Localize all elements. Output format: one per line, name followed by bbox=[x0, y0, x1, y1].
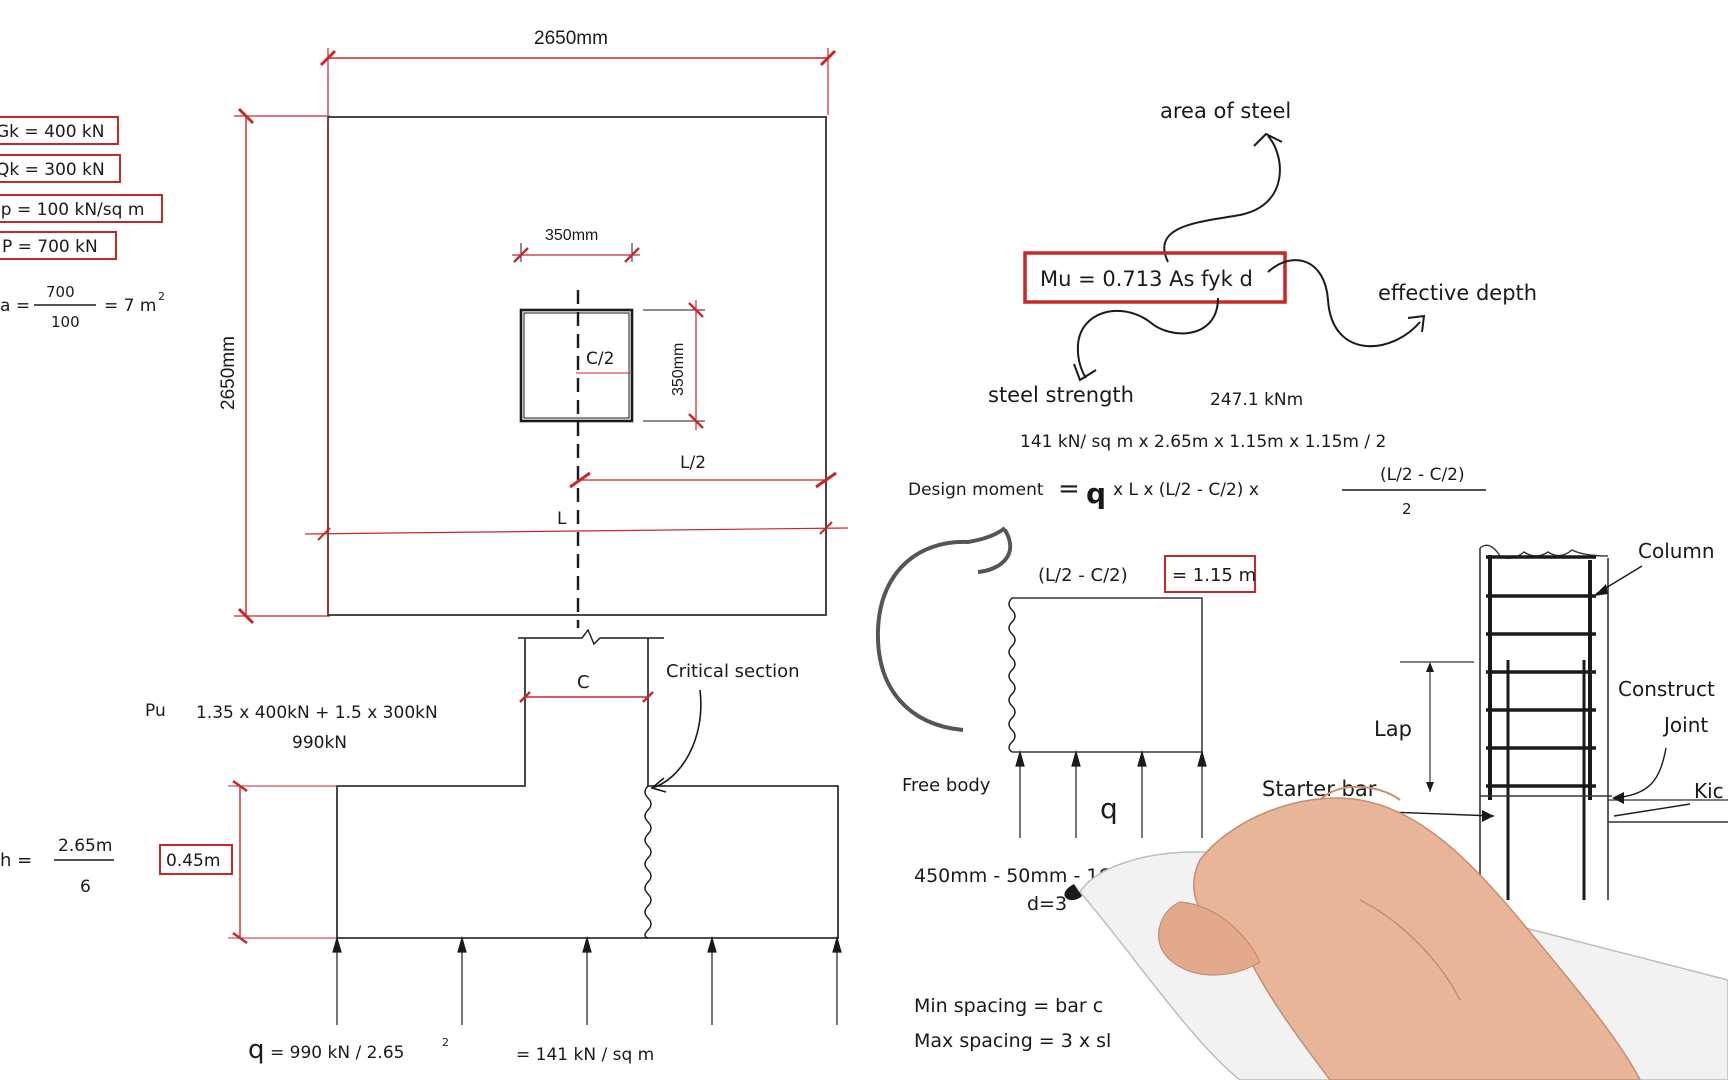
substitution-line: 141 kN/ sq m x 2.65m x 1.15m x 1.15m / 2 bbox=[1020, 432, 1386, 452]
area-numerator: 700 bbox=[46, 283, 75, 301]
pu-expression: 1.35 x 400kN + 1.5 x 300kN bbox=[196, 703, 438, 723]
column-reinforcement-detail: Column Lap Starter bar Construct Joint K… bbox=[1250, 539, 1728, 900]
h-denominator: 6 bbox=[80, 877, 91, 897]
critical-section-label: Critical section bbox=[666, 661, 800, 682]
min-spacing-text: Min spacing = bar c bbox=[914, 995, 1103, 1017]
column-width-label: 350mm bbox=[545, 227, 598, 244]
c-half-label: C/2 bbox=[586, 349, 614, 369]
area-result: = 7 m bbox=[104, 296, 156, 316]
q-expression: = 990 kN / 2.65 bbox=[270, 1043, 404, 1063]
freebody-q: q bbox=[1100, 792, 1118, 825]
freebody-expression: (L/2 - C/2) bbox=[1038, 565, 1128, 586]
h-result: 0.45m bbox=[166, 851, 220, 871]
pu-label: Pu bbox=[145, 701, 166, 721]
footing-section: C Critical section Pu 1.35 x 400kN + 1.5… bbox=[0, 638, 842, 1065]
plan-height-label: 2650mm bbox=[218, 336, 239, 410]
l-half-label: L/2 bbox=[680, 453, 706, 473]
fraction-numerator: (L/2 - C/2) bbox=[1380, 465, 1465, 485]
fraction-denominator: 2 bbox=[1402, 500, 1412, 518]
kicker-label: Kic bbox=[1694, 779, 1724, 803]
depth-result: d=3 bbox=[1027, 893, 1067, 915]
free-body-label: Free body bbox=[902, 775, 991, 796]
column-label: Column bbox=[1638, 539, 1715, 563]
q-result: = 141 kN / sq m bbox=[516, 1045, 654, 1065]
h-prefix: h = bbox=[0, 850, 32, 871]
qk-text: Qk = 300 kN bbox=[0, 160, 105, 180]
q-superscript: 2 bbox=[442, 1036, 449, 1049]
design-moment-label: Design moment bbox=[908, 480, 1044, 500]
design-q: q bbox=[1086, 477, 1106, 510]
design-equals: = bbox=[1058, 474, 1080, 504]
hand-with-marker bbox=[1064, 785, 1728, 1080]
footing-plan: 2650mm 2650mm 350mm 350mm C/2 bbox=[218, 28, 849, 646]
area-of-steel-label: area of steel bbox=[1160, 99, 1291, 123]
column-height-label: 350mm bbox=[670, 343, 687, 396]
p-text: P = 700 kN bbox=[2, 237, 98, 257]
free-body-diagram: (L/2 - C/2) = 1.15 m Free body q 450mm -… bbox=[875, 526, 1256, 1052]
starter-bar-label: Starter bar bbox=[1262, 777, 1377, 801]
area-superscript: 2 bbox=[158, 290, 165, 303]
area-denominator: 100 bbox=[51, 313, 80, 331]
design-terms: x L x (L/2 - C/2) x bbox=[1113, 480, 1259, 500]
effective-depth-label: effective depth bbox=[1378, 281, 1537, 305]
l-label: L bbox=[557, 509, 567, 529]
steel-strength-label: steel strength bbox=[988, 383, 1134, 407]
c-label: C bbox=[577, 672, 590, 693]
area-prefix: a = bbox=[0, 296, 30, 316]
mu-value: 247.1 kNm bbox=[1210, 390, 1303, 410]
lap-label: Lap bbox=[1374, 717, 1412, 741]
max-spacing-text: Max spacing = 3 x sl bbox=[914, 1030, 1111, 1052]
bp-text: bp = 100 kN/sq m bbox=[0, 200, 144, 220]
q-label: q bbox=[248, 1035, 265, 1065]
pu-result: 990kN bbox=[292, 733, 347, 753]
plan-width-label: 2650mm bbox=[534, 28, 608, 49]
moment-formula: area of steel Mu = 0.713 As fyk d effect… bbox=[908, 99, 1537, 518]
joint-label: Joint bbox=[1662, 713, 1708, 737]
load-list: Gk = 400 kN Qk = 300 kN bp = 100 kN/sq m… bbox=[0, 116, 165, 331]
gk-text: Gk = 400 kN bbox=[0, 122, 104, 142]
mu-formula: Mu = 0.713 As fyk d bbox=[1040, 267, 1253, 291]
construction-label: Construct bbox=[1618, 677, 1715, 701]
h-numerator: 2.65m bbox=[58, 836, 112, 856]
freebody-result: = 1.15 m bbox=[1172, 565, 1256, 586]
